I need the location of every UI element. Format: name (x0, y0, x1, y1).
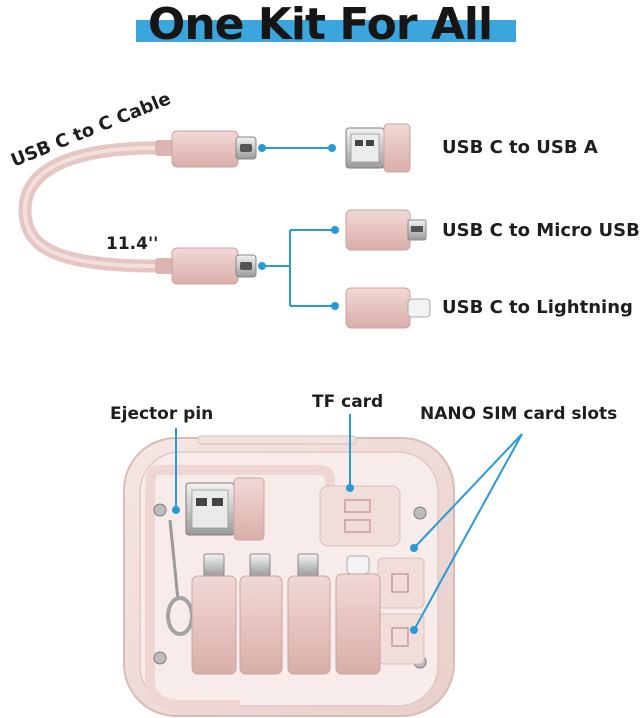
cable-bottom-connector (155, 247, 257, 285)
micro-usb-plug-icon (345, 209, 427, 251)
page-title: One Kit For All (147, 0, 493, 50)
usb-c-to-c-cable (18, 130, 257, 285)
usb-a-plug-icon (345, 123, 411, 173)
cable-length-label: 11.4'' (106, 234, 159, 254)
sim-slots-label: NANO SIM card slots (420, 404, 618, 424)
case-callout-dots (172, 484, 418, 634)
title-highlight-band (136, 20, 516, 42)
cable-top-connector (155, 130, 257, 168)
connector-lines (262, 147, 335, 307)
case-callout-lines (175, 414, 523, 631)
connector-dots (258, 144, 339, 310)
storage-case (123, 435, 455, 717)
adapter-usb-a-label: USB C to USB A (442, 137, 598, 158)
adapter-micro-usb-label: USB C to Micro USB (442, 220, 640, 241)
adapter-lightning-label: USB C to Lightning (442, 297, 633, 318)
tf-card-label: TF card (312, 392, 384, 412)
ejector-pin-label: Ejector pin (110, 404, 214, 424)
stored-adapters (191, 553, 381, 675)
lightning-plug-icon (345, 287, 431, 329)
